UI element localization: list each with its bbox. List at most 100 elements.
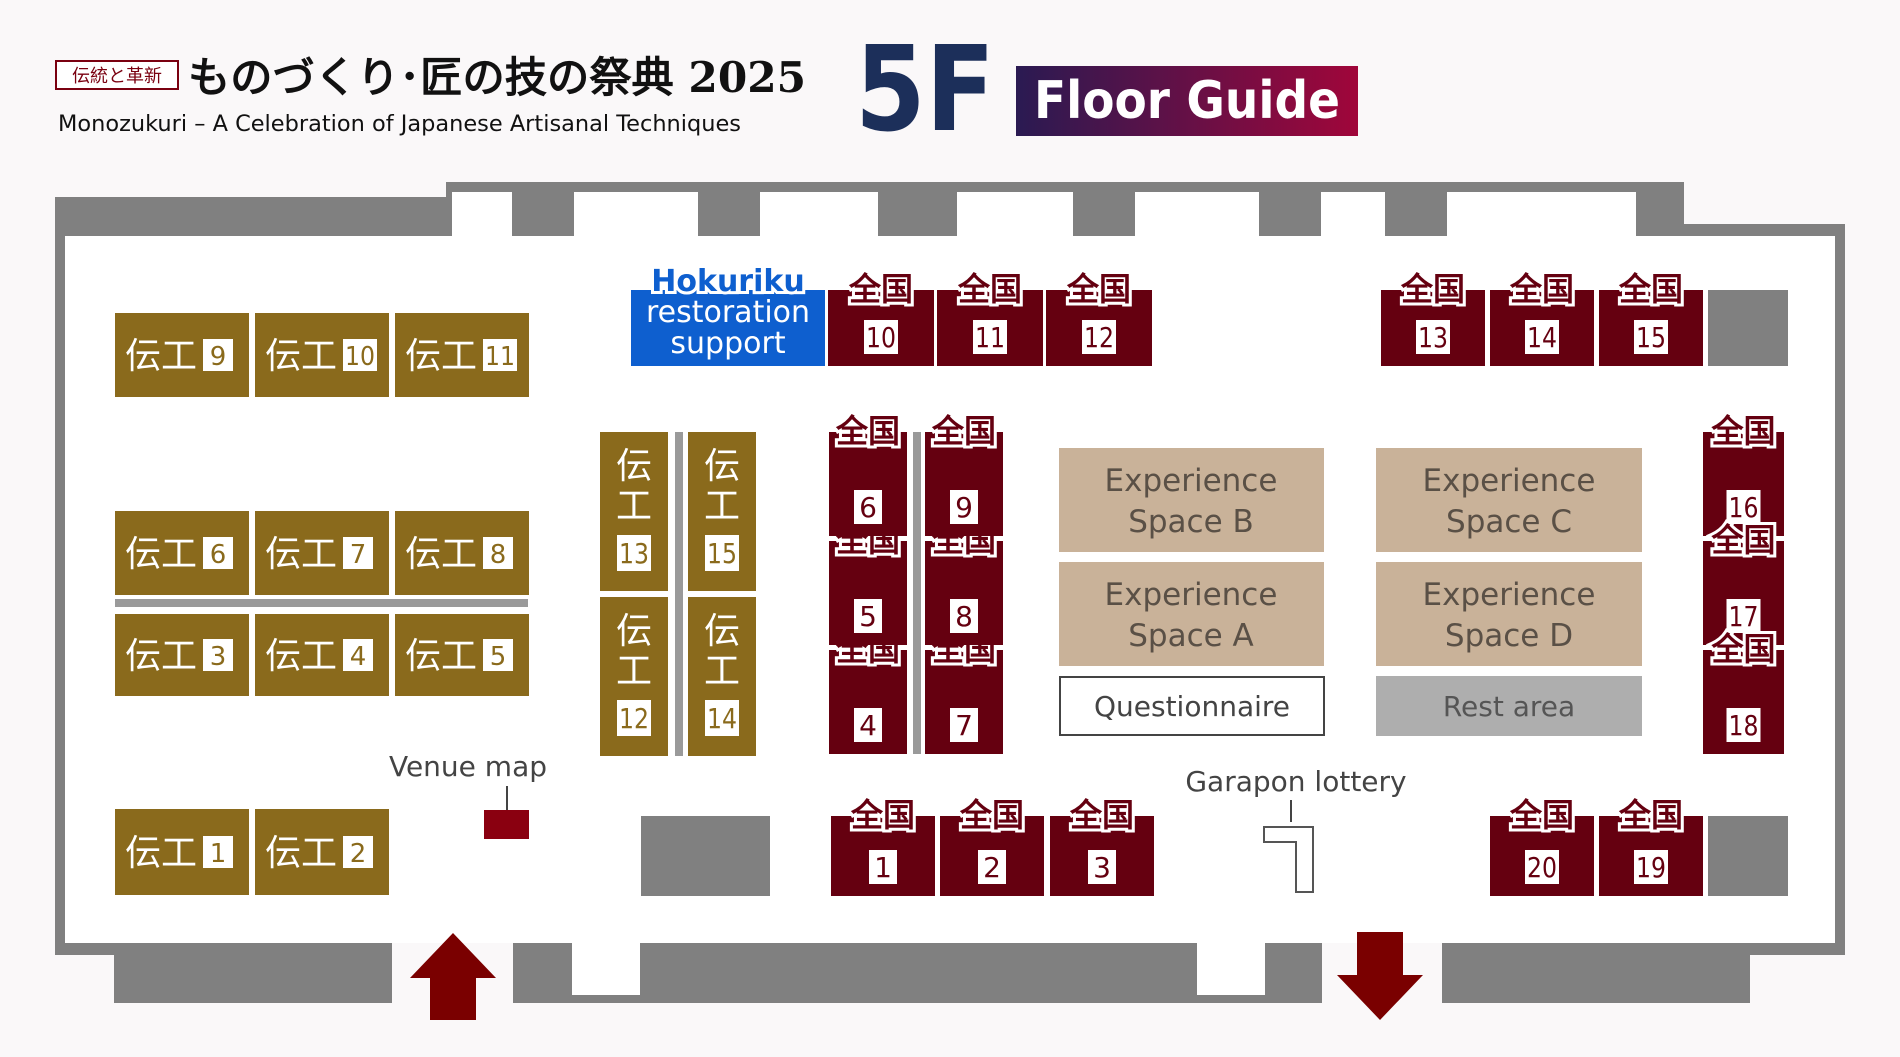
zenkoku-booth-2[interactable]: 全国2 (940, 793, 1044, 896)
zenkoku-label: 全国 (957, 270, 1022, 308)
zenkoku-booth-6[interactable]: 全国6 (829, 409, 907, 536)
venue-map-icon (484, 810, 529, 839)
densho-label: 伝 (616, 446, 652, 487)
questionnaire-area[interactable]: Questionnaire (1059, 676, 1325, 736)
densho-label: 伝 (704, 446, 740, 487)
divider (913, 432, 921, 754)
densho-label: 伝工 (125, 833, 197, 874)
zenkoku-booth-15[interactable]: 全国 15 (1599, 267, 1703, 366)
experience-space-b[interactable]: Experience Space B (1059, 448, 1324, 552)
zenkoku-label: 全国 (1618, 796, 1683, 834)
experience-space-a[interactable]: Experience Space A (1059, 562, 1324, 666)
svg-text:Space B: Space B (1128, 504, 1254, 540)
wall-pillar (1259, 192, 1321, 236)
booth-number: 5 (490, 642, 507, 672)
storage-block (1708, 290, 1788, 366)
zenkoku-booth-13[interactable]: 全国 13 (1381, 267, 1485, 366)
storage-block (641, 816, 770, 896)
zenkoku-label: 全国 (1710, 630, 1775, 668)
booth-number: 10 (866, 321, 896, 354)
booth-number: 15 (707, 537, 737, 570)
svg-text:Space C: Space C (1446, 504, 1572, 540)
floor-number: 5F (855, 20, 995, 158)
densho-label: 伝工 (265, 636, 337, 677)
zenkoku-label: 全国 (1066, 270, 1131, 308)
zenkoku-booth-17[interactable]: 全国 17 (1703, 518, 1784, 645)
wall-pillar (512, 192, 574, 236)
densho-booth-13[interactable]: 伝工 13 (600, 432, 668, 591)
hokuriku-support-booth[interactable]: Hokuriku restoration support (631, 261, 825, 366)
zenkoku-booth-9[interactable]: 全国9 (925, 409, 1003, 536)
zenkoku-label: 全国 (1069, 796, 1134, 834)
event-title: ものづくり･匠の技の祭典 2025 (188, 53, 806, 102)
densho-label: 伝工 (265, 336, 337, 377)
experience-space-c[interactable]: Experience Space C (1376, 448, 1642, 552)
venue-map-marker[interactable]: Venue map (389, 750, 547, 839)
wall-pillar (878, 192, 957, 236)
hokuriku-label-3: support (670, 326, 785, 361)
booth-number: 16 (1729, 491, 1759, 524)
zenkoku-label: 全国 (1618, 270, 1683, 308)
svg-text:工: 工 (616, 651, 652, 692)
booth-number: 8 (490, 540, 507, 570)
wall-pillar (698, 192, 760, 236)
wall-pillar (1073, 192, 1135, 236)
booth-number: 15 (1636, 321, 1666, 354)
booth-number: 8 (955, 600, 973, 633)
zenkoku-booth-1[interactable]: 全国1 (831, 793, 935, 896)
booth-number: 9 (210, 342, 227, 372)
garapon-lottery-marker[interactable]: Garapon lottery (1185, 765, 1407, 893)
densho-booth-1[interactable]: 伝工 1 (115, 809, 249, 895)
zenkoku-booth-5[interactable]: 全国5 (829, 518, 907, 645)
zenkoku-booth-3[interactable]: 全国3 (1050, 793, 1154, 896)
experience-space-d[interactable]: Experience Space D (1376, 562, 1642, 666)
zenkoku-label: 全国 (1710, 521, 1775, 559)
zenkoku-label: 全国 (850, 796, 915, 834)
svg-text:工: 工 (616, 486, 652, 527)
svg-text:Space A: Space A (1128, 618, 1254, 654)
booth-number: 1 (210, 839, 227, 869)
zenkoku-label: 全国 (1509, 796, 1574, 834)
zenkoku-booth-4[interactable]: 全国4 (829, 627, 907, 754)
svg-text:Rest area: Rest area (1443, 690, 1575, 723)
booth-number: 13 (1418, 321, 1448, 354)
densho-label: 伝工 (405, 534, 477, 575)
densho-booth-8[interactable]: 伝工 8 (395, 511, 529, 595)
garapon-label: Garapon lottery (1185, 765, 1406, 798)
zenkoku-label: 全国 (1400, 270, 1465, 308)
floor-guide-banner (1016, 66, 1358, 136)
booth-number: 17 (1729, 600, 1759, 633)
rest-area[interactable]: Rest area (1376, 676, 1642, 736)
densho-label: 伝工 (405, 336, 477, 377)
svg-text:Experience: Experience (1105, 577, 1278, 613)
densho-label: 伝工 (125, 534, 197, 575)
densho-label: 伝工 (265, 534, 337, 575)
booth-number: 2 (983, 851, 1001, 884)
zenkoku-booth-8[interactable]: 全国8 (925, 518, 1003, 645)
booth-number: 2 (350, 839, 367, 869)
zenkoku-booth-7[interactable]: 全国7 (925, 627, 1003, 754)
booth-number: 13 (619, 537, 649, 570)
zenkoku-label: 全国 (1509, 270, 1574, 308)
exit-arrow (1337, 932, 1423, 1020)
